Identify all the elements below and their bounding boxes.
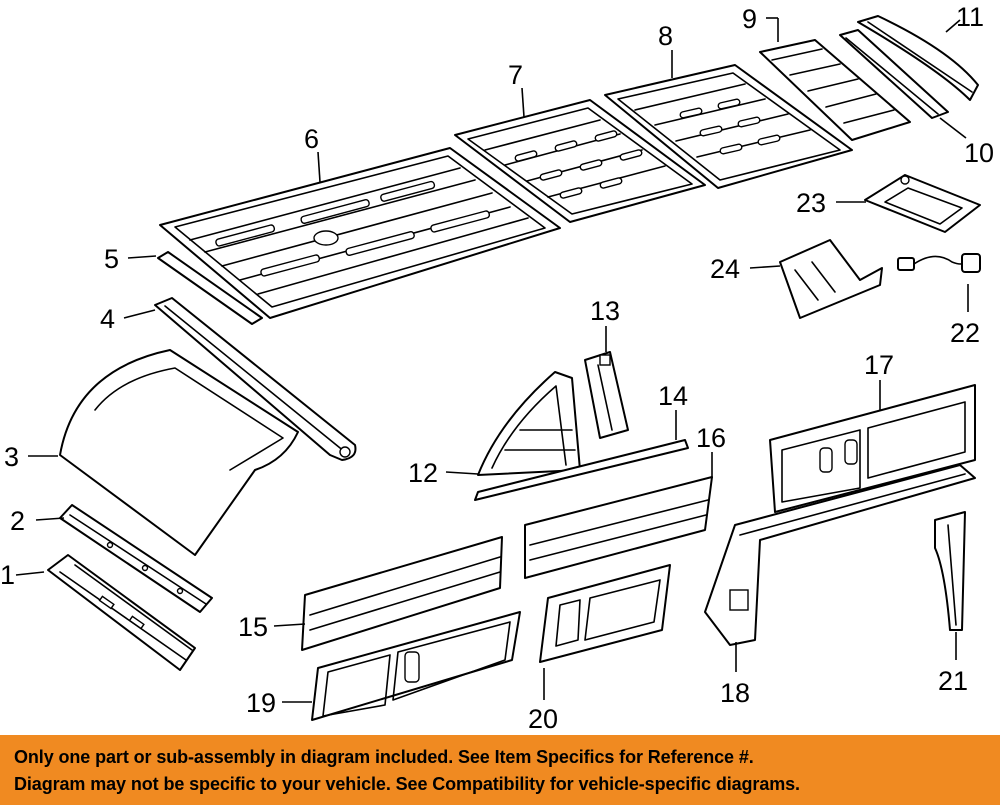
- side-panel-inner-front: [311, 611, 521, 721]
- callout-number: 13: [590, 296, 620, 326]
- callout-10: 10: [939, 117, 994, 168]
- callout-8: 8: [658, 21, 673, 78]
- mounting-bracket: [864, 174, 981, 233]
- roof-panel-end: [759, 39, 911, 141]
- callout-11: 11: [945, 2, 984, 33]
- callout-22: 22: [950, 284, 980, 348]
- callout-16: 16: [696, 423, 726, 478]
- callout-number: 9: [742, 4, 757, 34]
- callout-number: 1: [0, 560, 15, 590]
- callout-number: 19: [246, 688, 276, 718]
- callout-13: 13: [590, 296, 620, 352]
- callout-number: 14: [658, 381, 688, 411]
- callout-number: 15: [238, 612, 268, 642]
- callout-number: 18: [720, 678, 750, 708]
- callout-3: 3: [4, 442, 58, 472]
- callout-number: 3: [4, 442, 19, 472]
- callout-23: 23: [796, 188, 866, 218]
- callout-number: 7: [508, 60, 523, 90]
- callout-number: 5: [104, 244, 119, 274]
- roof-panel-front: [159, 147, 561, 319]
- callout-7: 7: [508, 60, 525, 118]
- panel-1: [47, 554, 196, 671]
- wheelhouse-assembly: [704, 464, 976, 646]
- rear-pillar: [934, 511, 966, 631]
- quarter-window-panel: [477, 371, 581, 476]
- callout-12: 12: [408, 458, 479, 488]
- callout-18: 18: [720, 642, 750, 708]
- callout-number: 10: [964, 138, 994, 168]
- callout-5: 5: [104, 244, 157, 274]
- roof-bow-strip: [157, 251, 263, 325]
- callout-number: 17: [864, 350, 894, 380]
- callout-2: 2: [10, 506, 65, 536]
- rear-header-inner: [839, 29, 949, 119]
- wiring-harness: [897, 253, 981, 273]
- front-header-rail: [154, 297, 357, 461]
- disclaimer-line-1: Only one part or sub-assembly in diagram…: [14, 747, 754, 767]
- callout-number: 11: [956, 2, 984, 32]
- rear-header-outer: [857, 15, 979, 101]
- panel-2: [59, 504, 213, 613]
- callout-number: 20: [528, 704, 558, 734]
- callout-6: 6: [304, 124, 321, 183]
- support-bracket: [779, 239, 883, 319]
- callout-number: 24: [710, 254, 740, 284]
- callout-number: 8: [658, 21, 673, 51]
- disclaimer-line-2: Diagram may not be specific to your vehi…: [14, 774, 800, 794]
- callout-20: 20: [528, 668, 558, 734]
- side-panel-upper-rear: [524, 476, 713, 579]
- disclaimer-banner: Only one part or sub-assembly in diagram…: [0, 735, 1000, 805]
- callout-15: 15: [238, 612, 306, 642]
- callout-24: 24: [710, 254, 781, 284]
- callout-1: 1: [0, 560, 45, 590]
- callout-number: 16: [696, 423, 726, 453]
- pillar-bracket: [584, 351, 629, 439]
- callout-number: 6: [304, 124, 319, 154]
- side-panel-inner-center: [539, 564, 671, 663]
- callout-9: 9: [742, 4, 779, 42]
- callout-17: 17: [864, 350, 894, 410]
- callout-number: 21: [938, 666, 968, 696]
- roof-panel-rear: [604, 64, 853, 189]
- callout-21: 21: [938, 632, 968, 696]
- side-panel-inner-rear: [769, 384, 976, 513]
- callout-14: 14: [658, 381, 688, 440]
- callout-number: 2: [10, 506, 25, 536]
- drip-rail-strip: [474, 439, 689, 501]
- callout-number: 22: [950, 318, 980, 348]
- callout-4: 4: [100, 304, 156, 334]
- callout-number: 4: [100, 304, 115, 334]
- roof-panel-center: [454, 99, 706, 223]
- callout-19: 19: [246, 688, 312, 718]
- windshield-glass: [59, 349, 299, 556]
- parts-diagram: 1 2 3 4 5 6 7 8 9 10 11 12: [0, 2, 994, 734]
- callout-number: 12: [408, 458, 438, 488]
- callout-number: 23: [796, 188, 826, 218]
- side-panel-lower-front: [301, 536, 503, 651]
